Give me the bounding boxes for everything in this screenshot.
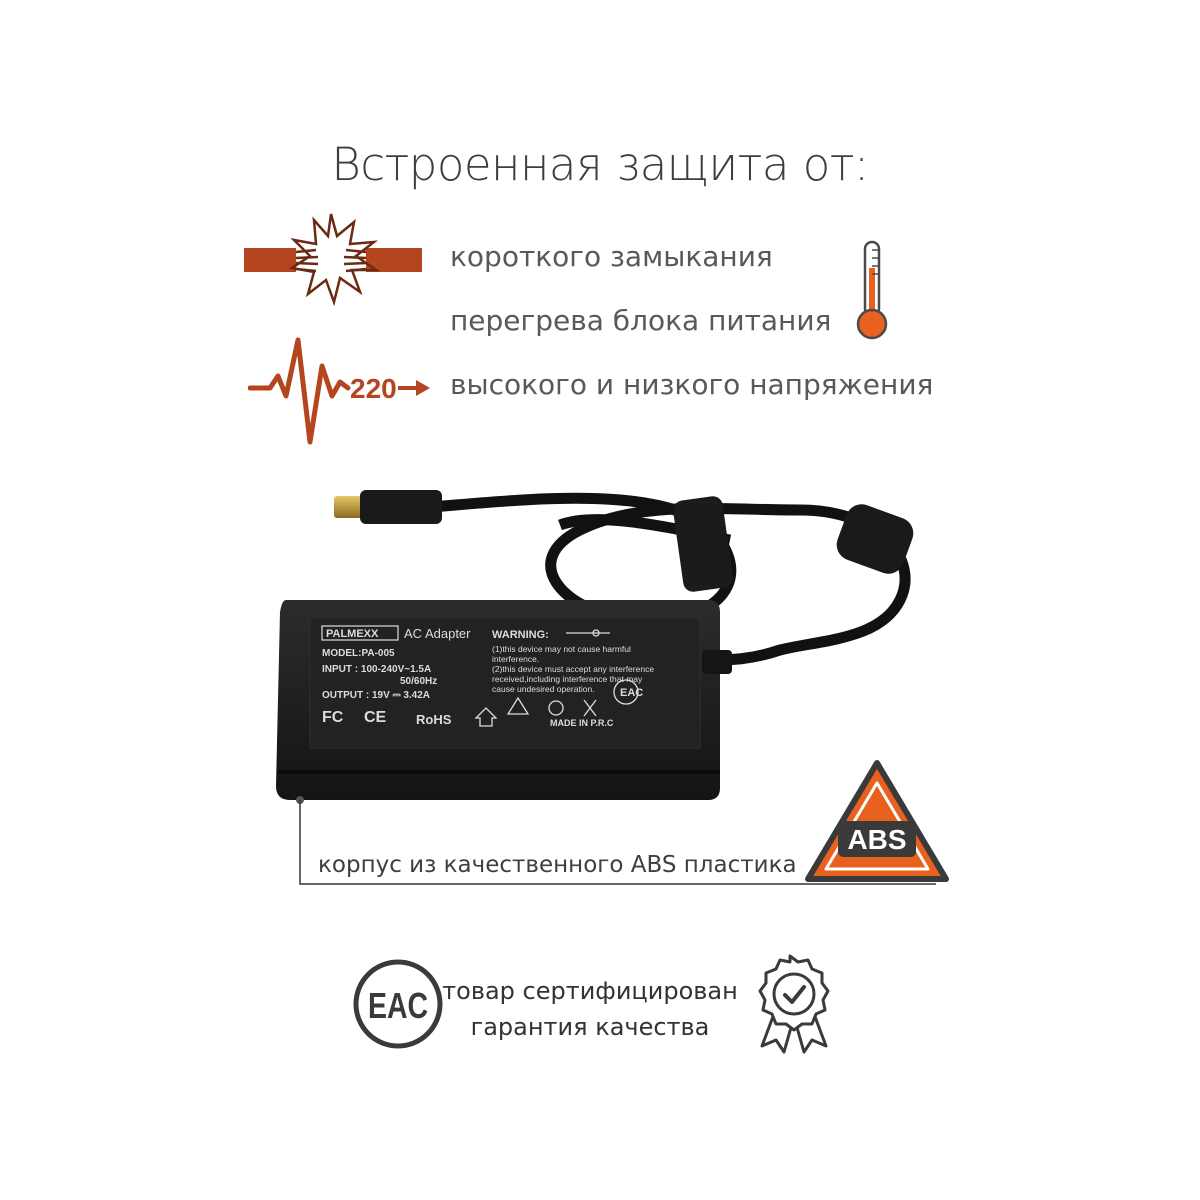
adapter-input: INPUT : 100-240V~1.5A: [322, 664, 431, 675]
certification-text: товар сертифицирован гарантия качества: [440, 973, 740, 1045]
voltage-pulse-icon: 220: [248, 337, 430, 445]
mark-fc: FC: [322, 709, 344, 726]
abs-badge: ABS: [805, 760, 949, 882]
thermometer-icon: [856, 240, 888, 340]
eac-logo-icon: EAC: [353, 959, 443, 1049]
callout-line: [299, 800, 936, 885]
feature-short-circuit: короткого замыкания: [450, 240, 773, 273]
adapter-warning-line: (2)this device must accept any interfere…: [492, 664, 654, 674]
adapter-input-freq: 50/60Hz: [400, 676, 437, 687]
adapter-made-in: MADE IN P.R.C: [550, 718, 614, 728]
adapter-warning-line: cause undesired operation.: [492, 684, 595, 694]
adapter-type: AC Adapter: [404, 626, 471, 641]
mark-ce: CE: [364, 709, 387, 726]
body-material-callout: корпус из качественного ABS пластика: [318, 852, 797, 878]
weee-bin-icon: [583, 699, 597, 717]
quality-seal-icon: [758, 954, 830, 1054]
mark-rohs: RoHS: [416, 712, 452, 727]
feature-voltage: высокого и низкого напряжения: [450, 368, 934, 401]
warning-triangle-icon: [506, 696, 530, 715]
adapter-model: MODEL:PA-005: [322, 648, 395, 659]
mark-eac: EAC: [620, 687, 643, 699]
adapter-warning-line: received,including interference that may: [492, 674, 643, 684]
certification-line-2: гарантия качества: [470, 1013, 710, 1041]
house-icon: [474, 707, 498, 727]
adapter-warning-line: (1)this device may not cause harmful: [492, 644, 631, 654]
adapter-output: OUTPUT : 19V ⎓ 3.42A: [322, 690, 430, 701]
abs-badge-label: ABS: [847, 824, 906, 855]
adapter-brand: PALMEXX: [326, 628, 379, 640]
voltage-label: 220: [350, 373, 397, 404]
eac-mark-icon: [613, 679, 639, 705]
short-circuit-icon: [244, 213, 422, 307]
adapter-warning-line: interference.: [492, 654, 539, 664]
page-title: Встроенная защита от:: [331, 138, 869, 191]
eac-logo-text: EAC: [368, 985, 428, 1026]
power-adapter-image: PALMEXX AC Adapter MODEL:PA-005 INPUT : …: [276, 490, 914, 804]
certification-line-1: товар сертифицирован: [442, 977, 738, 1005]
no-symbol-icon: [548, 700, 564, 716]
adapter-warning-title: WARNING:: [492, 629, 549, 641]
feature-overheat: перегрева блока питания: [450, 304, 832, 337]
